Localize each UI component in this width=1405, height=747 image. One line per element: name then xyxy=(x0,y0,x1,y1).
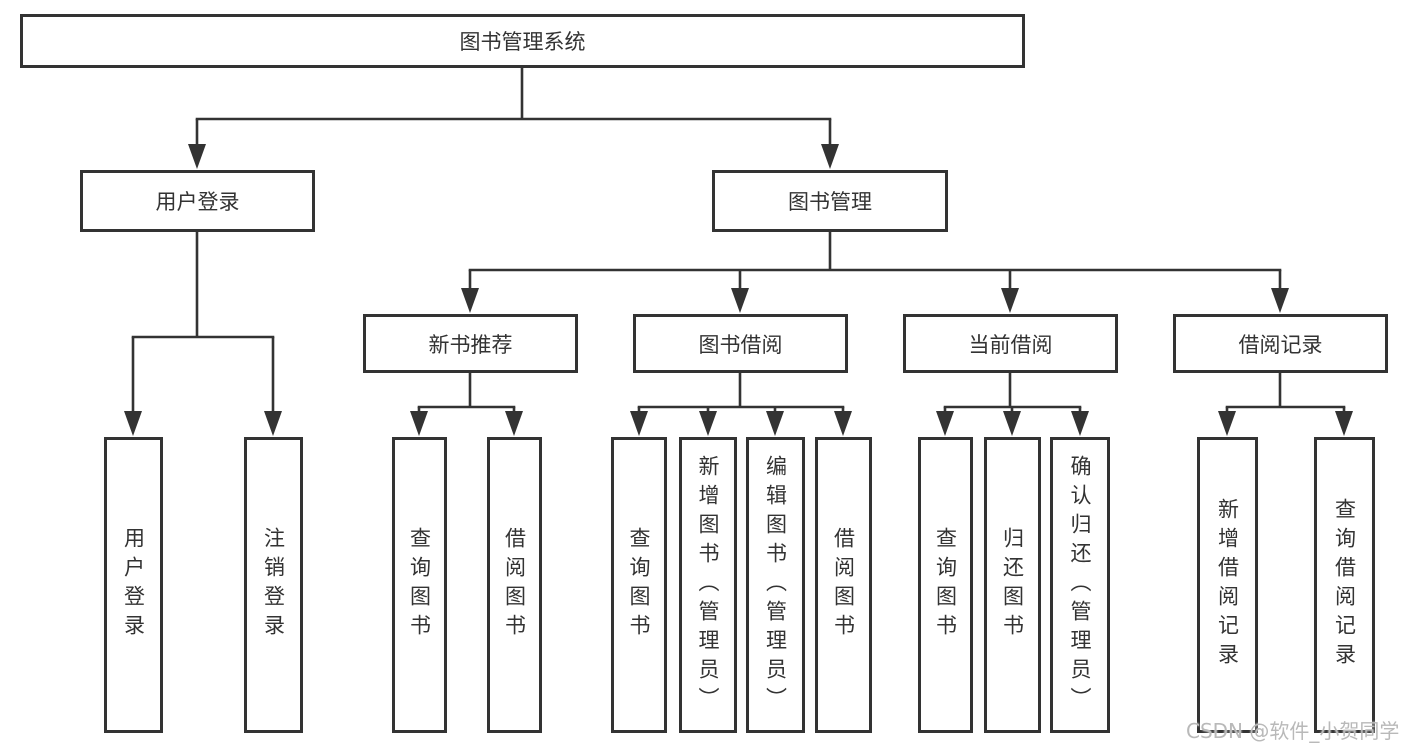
node-user-login: 用户登录 xyxy=(80,170,315,232)
node-book-management: 图书管理 xyxy=(712,170,948,232)
connector-book-borrowing xyxy=(630,373,852,436)
node-label: 图书借阅 xyxy=(698,332,783,357)
node-label: 新增借阅记录 xyxy=(1215,498,1240,672)
node-label: 用户登录 xyxy=(155,190,240,214)
connector-user-login xyxy=(124,232,282,436)
connector-current-borrow xyxy=(936,373,1089,436)
node-current-borrowing: 当前借阅 xyxy=(903,314,1118,373)
node-label: 借阅图书 xyxy=(502,527,527,643)
arrow-down-icon xyxy=(630,411,648,436)
arrow-down-icon xyxy=(1218,411,1236,436)
node-label: 图书管理系统 xyxy=(459,30,586,54)
leaf-edit-books-admin: 编辑图书（管理员） xyxy=(746,437,805,733)
arrow-down-icon xyxy=(188,144,206,169)
connector-book-management xyxy=(461,232,1289,313)
arrow-down-icon xyxy=(1271,288,1289,313)
node-label: 查询借阅记录 xyxy=(1332,498,1357,672)
arrow-down-icon xyxy=(410,411,428,436)
leaf-add-borrow-record: 新增借阅记录 xyxy=(1197,437,1258,733)
node-label: 查询图书 xyxy=(933,527,958,643)
node-label: 编辑图书（管理员） xyxy=(763,454,788,716)
connector-new-book-rec xyxy=(410,373,523,436)
node-label: 借阅记录 xyxy=(1238,332,1323,357)
node-label: 当前借阅 xyxy=(968,332,1053,357)
connector-borrow-records xyxy=(1218,373,1353,436)
arrow-down-icon xyxy=(766,411,784,436)
node-label: 借阅图书 xyxy=(831,527,856,643)
arrow-down-icon xyxy=(834,411,852,436)
node-label: 用户登录 xyxy=(121,527,146,643)
node-label: 新书推荐 xyxy=(428,332,513,357)
leaf-borrow-books-recommend: 借阅图书 xyxy=(487,437,542,733)
leaf-query-books-current: 查询图书 xyxy=(918,437,973,733)
arrow-down-icon xyxy=(1003,411,1021,436)
node-label: 归还图书 xyxy=(1000,527,1025,643)
leaf-add-books-admin: 新增图书（管理员） xyxy=(679,437,737,733)
leaf-query-books-recommend: 查询图书 xyxy=(392,437,447,733)
leaf-return-books: 归还图书 xyxy=(984,437,1041,733)
arrow-down-icon xyxy=(699,411,717,436)
arrow-down-icon xyxy=(731,288,749,313)
arrow-down-icon xyxy=(1001,288,1019,313)
arrow-down-icon xyxy=(1335,411,1353,436)
leaf-user-login: 用户登录 xyxy=(104,437,163,733)
connector-root xyxy=(188,68,839,169)
leaf-confirm-return-admin: 确认归还（管理员） xyxy=(1050,437,1110,733)
arrow-down-icon xyxy=(1071,411,1089,436)
node-book-borrowing: 图书借阅 xyxy=(633,314,848,373)
node-label: 新增图书（管理员） xyxy=(696,454,721,716)
arrow-down-icon xyxy=(936,411,954,436)
node-label: 确认归还（管理员） xyxy=(1068,454,1093,716)
arrow-down-icon xyxy=(461,288,479,313)
watermark-text: CSDN @软件_小贺同学 xyxy=(1186,719,1400,743)
leaf-query-borrow-record: 查询借阅记录 xyxy=(1314,437,1375,733)
node-new-book-recommendation: 新书推荐 xyxy=(363,314,578,373)
node-label: 查询图书 xyxy=(627,527,652,643)
node-book-management-system: 图书管理系统 xyxy=(20,14,1025,68)
node-label: 图书管理 xyxy=(788,190,872,214)
arrow-down-icon xyxy=(264,411,282,436)
node-label: 注销登录 xyxy=(261,527,286,643)
arrow-down-icon xyxy=(505,411,523,436)
node-label: 查询图书 xyxy=(407,527,432,643)
arrow-down-icon xyxy=(821,144,839,169)
leaf-query-books-borrow: 查询图书 xyxy=(611,437,667,733)
node-borrowing-records: 借阅记录 xyxy=(1173,314,1388,373)
leaf-logout: 注销登录 xyxy=(244,437,303,733)
arrow-down-icon xyxy=(124,411,142,436)
leaf-borrow-books: 借阅图书 xyxy=(815,437,872,733)
